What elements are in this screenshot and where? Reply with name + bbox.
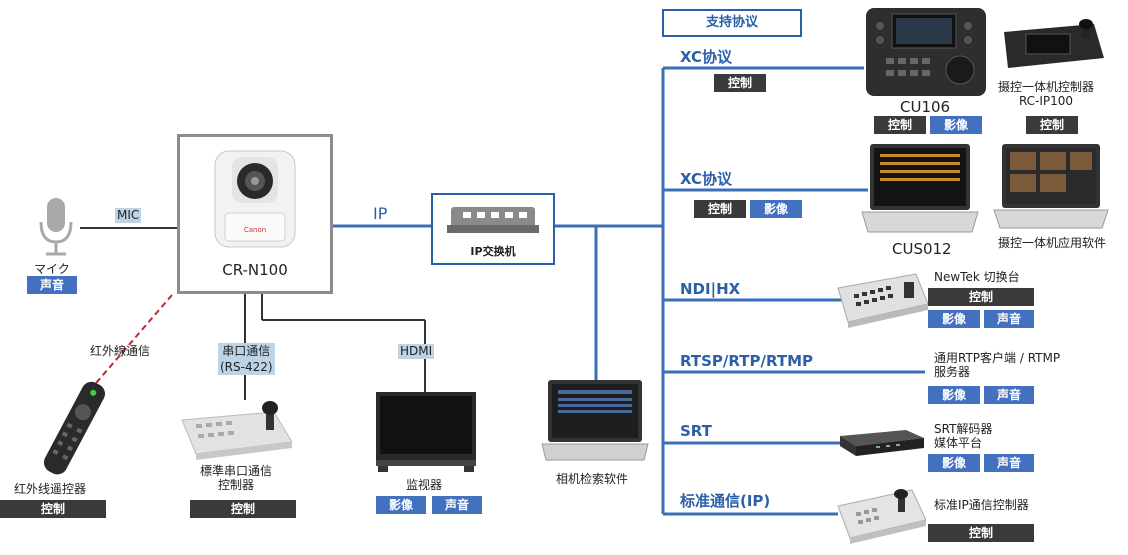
protocol-box: 支持协议	[662, 9, 802, 37]
rc-ip100-control-tag: 控制	[1026, 116, 1078, 134]
joystick-controller-icon	[181, 401, 293, 460]
mic-audio-tag: 声音	[27, 276, 77, 294]
std-control-tag: 控制	[928, 524, 1034, 542]
mic-link-label: MIC	[115, 208, 142, 223]
srt-audio-tag: 声音	[984, 454, 1034, 472]
monitor-audio-tag: 声音	[432, 496, 482, 514]
rc-ip100-label: 摄控一体机控制器 RC-IP100	[998, 80, 1094, 108]
serial-control-tag: 控制	[190, 500, 296, 518]
srt-decoder-icon	[840, 430, 924, 456]
svg-text:Canon: Canon	[244, 226, 266, 234]
cu106-video-tag: 影像	[930, 116, 982, 134]
serial-link-line1: 串口通信	[222, 344, 271, 358]
rc-ip100-line1: 摄控一体机控制器	[998, 80, 1095, 94]
serial-link-label: 串口通信 (RS-422)	[218, 343, 275, 375]
monitor-icon	[376, 392, 476, 472]
rtsp-video-tag: 影像	[928, 386, 980, 404]
ir-remote-label: 红外线遥控器	[14, 482, 87, 496]
cu106-label: CU106	[900, 98, 951, 116]
ip-link-label: IP	[373, 204, 388, 223]
rc-ip100-icon	[1004, 19, 1104, 68]
rtsp-device-label: 通用RTP客户端 / RTMP 服务器	[934, 351, 1060, 379]
rtsp-protocol-label: RTSP/RTP/RTMP	[680, 352, 813, 370]
rtsp-audio-tag: 声音	[984, 386, 1034, 404]
ndi-protocol-label: NDI|HX	[680, 280, 741, 298]
srt-device-line2: 媒体平台	[934, 436, 983, 450]
xc2-video-tag: 影像	[750, 200, 802, 218]
monitor-video-tag: 影像	[376, 496, 426, 514]
cus012-laptop-icon	[861, 144, 979, 233]
serial-link-line2: (RS-422)	[220, 360, 273, 374]
remote-control-icon	[43, 381, 106, 475]
srt-device-label: SRT解码器 媒体平台	[934, 422, 992, 450]
ndi-switcher-icon	[837, 273, 929, 328]
std-protocol-label: 标准通信(IP)	[680, 492, 771, 510]
srt-protocol-label: SRT	[680, 422, 712, 440]
camera-box: Canon CR-N100	[177, 134, 333, 294]
serial-device-line1: 標準串口通信	[200, 464, 273, 478]
xc2-protocol-label: XC协议	[680, 170, 733, 188]
camera-icon: Canon	[214, 150, 296, 248]
camera-name: CR-N100	[222, 261, 288, 279]
xc1-protocol-label: XC协议	[680, 48, 733, 66]
ndi-audio-tag: 声音	[984, 310, 1034, 328]
std-ip-controller-icon	[837, 489, 927, 544]
cu106-control-tag: 控制	[874, 116, 926, 134]
laptop-label: 相机检索软件	[556, 472, 629, 486]
ndi-control-tag: 控制	[928, 288, 1034, 306]
std-device-label: 标准IP通信控制器	[934, 498, 1029, 512]
xc2-control-tag: 控制	[694, 200, 746, 218]
rtsp-device-line2: 服务器	[934, 365, 971, 379]
rc-ip100-line2: RC-IP100	[1018, 94, 1074, 108]
laptop-icon	[541, 380, 649, 461]
xc1-control-tag: 控制	[714, 74, 766, 92]
srt-video-tag: 影像	[928, 454, 980, 472]
ndi-device-label: NewTek 切换台	[934, 270, 1020, 284]
serial-device-label: 標準串口通信 控制器	[200, 464, 272, 492]
srt-device-line1: SRT解码器	[934, 422, 993, 436]
ir-link-label: 红外線通信	[90, 344, 151, 358]
cu106-controller-icon	[866, 8, 986, 96]
ip-switch-label: IP交换机	[470, 245, 516, 258]
switch-icon	[447, 207, 539, 233]
rtsp-device-line1: 通用RTP客户端 / RTMP	[934, 351, 1061, 365]
monitor-label: 监视器	[406, 478, 443, 492]
microphone-icon	[39, 198, 73, 256]
ndi-video-tag: 影像	[928, 310, 980, 328]
serial-device-line2: 控制器	[218, 478, 255, 492]
ip-switch: IP交换机	[431, 193, 555, 265]
hdmi-link-label: HDMI	[398, 344, 435, 359]
app-laptop-icon	[993, 144, 1109, 229]
app-software-label: 摄控一体机应用软件	[998, 236, 1107, 250]
mic-label: マイク	[34, 262, 70, 276]
ir-control-tag: 控制	[0, 500, 106, 518]
cus012-label: CUS012	[892, 240, 952, 258]
